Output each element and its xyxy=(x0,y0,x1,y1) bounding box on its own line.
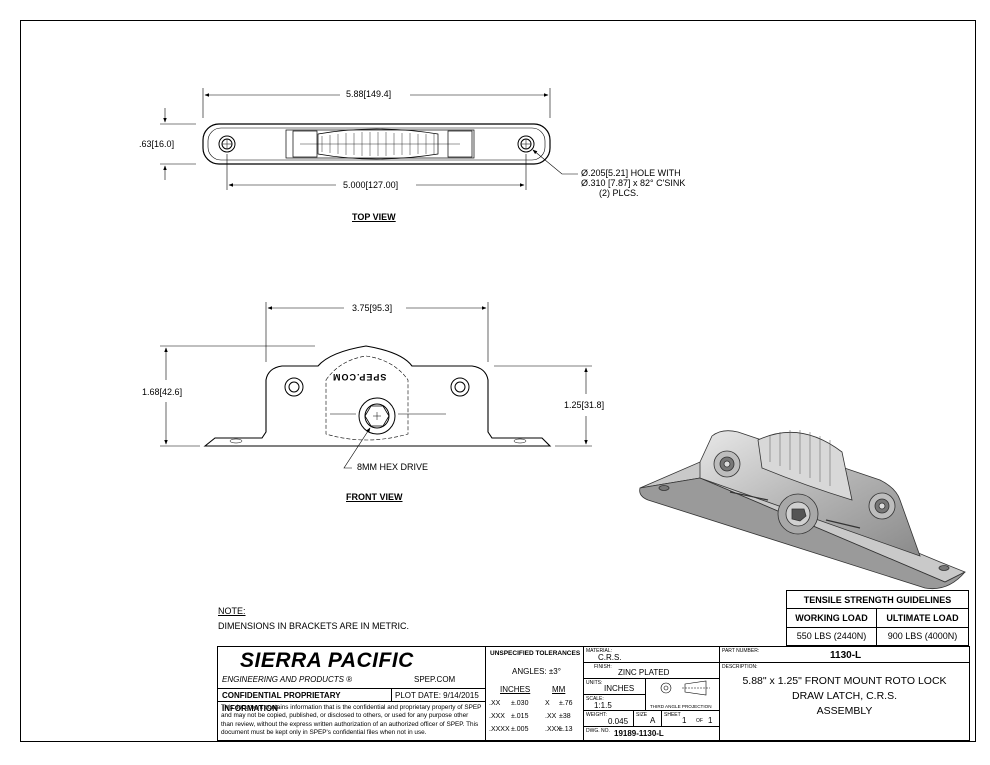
front-dim-width: 3.75[95.3] xyxy=(352,303,393,313)
of-value: 1 xyxy=(708,716,713,725)
company-website: SPEP.COM xyxy=(414,675,456,684)
company-section: SIERRA PACIFIC ENGINEERING AND PRODUCTS … xyxy=(218,647,486,689)
plot-date: PLOT DATE: 9/14/2015 xyxy=(392,689,486,702)
tolerances-inches-header: INCHES xyxy=(500,685,531,694)
note-text: DIMENSIONS IN BRACKETS ARE IN METRIC. xyxy=(218,621,410,631)
hex-drive-note: 8MM HEX DRIVE xyxy=(357,462,429,472)
weight-cell: WEIGHT: 0.045 xyxy=(584,711,634,727)
hole-callout: Ø.205[5.21] HOLE WITH Ø.310 [7.87] x 82°… xyxy=(581,168,686,198)
units-label: UNITS: xyxy=(586,680,603,686)
description-label: DESCRIPTION: xyxy=(722,664,758,670)
tolerances-section: UNSPECIFIED TOLERANCES ANGLES: ±3° INCHE… xyxy=(486,647,584,740)
part-number: 1130-L xyxy=(830,650,862,661)
front-dim-height: 1.68[42.6] xyxy=(142,387,183,397)
tensile-col-ultimate: ULTIMATE LOAD xyxy=(877,609,968,628)
material-value: C.R.S. xyxy=(598,653,622,662)
sheet-cell: SHEET 1 OF 1 xyxy=(662,711,720,727)
part-number-label: PART NUMBER: xyxy=(722,648,760,654)
weight-value: 0.045 xyxy=(608,717,629,726)
company-subtitle: ENGINEERING AND PRODUCTS ® xyxy=(222,675,353,684)
tolerance-row: .XXX±.015.XX±38 xyxy=(489,713,571,720)
tensile-working-value: 550 LBS (2440N) xyxy=(787,628,877,645)
description-line-2: DRAW LATCH, C.R.S. xyxy=(791,690,897,702)
tensile-table: TENSILE STRENGTH GUIDELINES WORKING LOAD… xyxy=(786,590,969,646)
drawing-border xyxy=(20,20,976,742)
tensile-ultimate-value: 900 LBS (4000N) xyxy=(887,631,958,641)
company-name: SIERRA PACIFIC xyxy=(240,649,414,672)
disclaimer: This document contains information that … xyxy=(218,702,486,740)
tolerance-row: .XXXX±.005.XXX±.13 xyxy=(489,726,573,733)
weight-label: WEIGHT: xyxy=(586,712,607,718)
material-cell: MATERIAL: C.R.S. xyxy=(584,647,720,663)
tolerances-mm-header: MM xyxy=(552,685,566,694)
front-view-label: FRONT VIEW xyxy=(346,492,403,502)
confidential-label: CONFIDENTIAL PROPRIETARY INFORMATION xyxy=(218,689,392,713)
size-cell: SIZE A xyxy=(634,711,662,727)
third-angle-projection-symbol xyxy=(660,680,710,696)
of-label: OF xyxy=(696,718,703,724)
dwg-cell: DWG. NO. 19189-1130-L xyxy=(584,727,720,740)
description-line-3: ASSEMBLY xyxy=(816,705,873,717)
description-cell: DESCRIPTION: 5.88" x 1.25" FRONT MOUNT R… xyxy=(720,663,969,740)
dwg-number: 19189-1130-L xyxy=(614,729,664,738)
part-number-cell: PART NUMBER: 1130-L xyxy=(720,647,969,663)
units-value: INCHES xyxy=(604,684,635,693)
description-line-1: 5.88" x 1.25" FRONT MOUNT ROTO LOCK xyxy=(742,675,947,687)
tolerances-title: UNSPECIFIED TOLERANCES xyxy=(490,650,581,657)
tensile-title: TENSILE STRENGTH GUIDELINES xyxy=(787,591,968,609)
top-view-label: TOP VIEW xyxy=(352,212,396,222)
note-title: NOTE: xyxy=(218,606,246,616)
units-cell: UNITS: INCHES xyxy=(584,679,646,695)
finish-label: FINISH: xyxy=(594,664,612,670)
top-dim-length: 5.88[149.4] xyxy=(346,89,392,99)
top-view-drawing xyxy=(160,88,578,190)
isometric-view xyxy=(639,430,966,590)
material-label: MATERIAL: xyxy=(586,648,613,654)
size-value: A xyxy=(650,716,656,725)
title-block: SIERRA PACIFIC ENGINEERING AND PRODUCTS … xyxy=(217,646,970,741)
front-view-drawing xyxy=(160,302,592,469)
finish-value: ZINC PLATED xyxy=(618,668,670,677)
top-dim-height: .63[16.0] xyxy=(139,139,175,149)
front-dim-height2: 1.25[31.8] xyxy=(564,400,605,410)
scale-value: 1:1.5 xyxy=(594,701,612,710)
size-label: SIZE xyxy=(636,712,648,718)
tensile-col-working: WORKING LOAD xyxy=(787,609,877,628)
top-dim-holes: 5.000[127.00] xyxy=(343,180,399,190)
projection-label: THIRD ANGLE PROJECTION xyxy=(650,704,712,709)
sheet-value: 1 xyxy=(682,716,687,725)
scale-cell: SCALE: 1:1.5 xyxy=(584,695,646,711)
embossed-text: SPEP.COM xyxy=(332,372,387,382)
tolerances-angles: ANGLES: ±3° xyxy=(512,667,561,676)
description-text: 5.88" x 1.25" FRONT MOUNT ROTO LOCK DRAW… xyxy=(720,674,969,719)
scale-label: SCALE: xyxy=(586,696,604,702)
dwg-label: DWG. NO. xyxy=(586,728,610,734)
finish-cell: FINISH: ZINC PLATED xyxy=(584,663,720,679)
sheet-label: SHEET xyxy=(664,712,681,718)
projection-cell: THIRD ANGLE PROJECTION xyxy=(646,679,720,711)
